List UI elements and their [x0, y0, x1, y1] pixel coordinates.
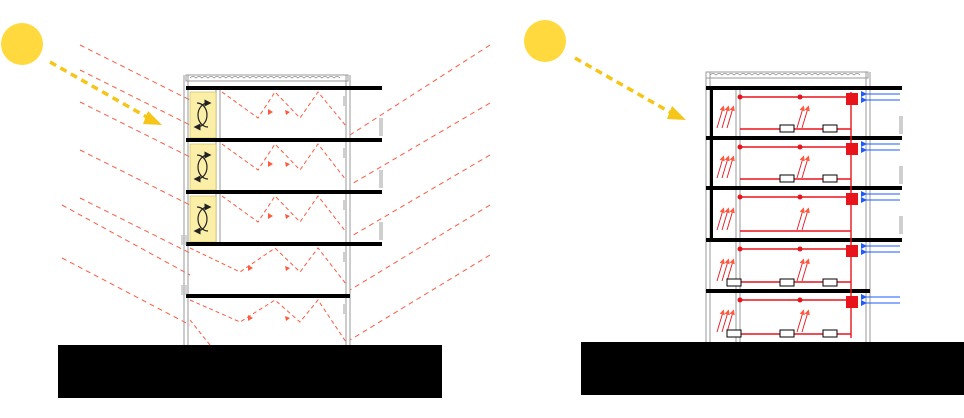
ground-mass-left: [58, 345, 442, 398]
radiator-unit: [822, 329, 838, 338]
hvac-units: [846, 93, 858, 308]
incoming-solar-rays-right: [349, 44, 491, 341]
sun-direction-arrow: [574, 56, 686, 120]
convection-loop-icon: [193, 154, 208, 183]
hvac-unit: [846, 193, 858, 205]
internal-reflection-rays: [189, 91, 347, 346]
hvac-unit: [846, 143, 858, 155]
balconies-left: [343, 96, 383, 314]
radiator-unit: [779, 329, 795, 338]
window-mullions-left: [181, 235, 187, 295]
radiator-unit: [822, 278, 838, 287]
sunspace-panel: [189, 195, 217, 243]
radiator-unit: [822, 174, 838, 183]
airflow-arrows: [716, 105, 810, 333]
radiator-unit: [779, 174, 795, 183]
sun-direction-arrow: [49, 60, 162, 125]
sun-icon: [1, 23, 43, 65]
incoming-solar-rays-left: [61, 44, 191, 326]
floor-slabs-right: [706, 86, 902, 293]
convection-loop-icon: [197, 151, 212, 180]
balconies-right: [899, 116, 903, 234]
convection-loop-icon: [197, 203, 212, 232]
radiator-unit: [726, 278, 742, 287]
hvac-unit: [846, 93, 858, 105]
diffuser-nodes: [737, 94, 803, 303]
passive-solar-section: [1, 23, 491, 398]
building-section-right: [705, 71, 871, 342]
convection-loop-icon: [193, 102, 208, 131]
radiator-unit: [779, 278, 795, 287]
convection-loops: [193, 99, 212, 235]
sun-icon: [524, 20, 566, 62]
air-inlet-arrows: [861, 91, 900, 306]
building-section-left: [183, 74, 351, 345]
exterior-wall-bars: [710, 90, 713, 238]
convection-loop-icon: [193, 206, 208, 235]
ground-mass-right: [581, 342, 964, 395]
sunspace-panel: [189, 91, 217, 139]
hvac-unit: [846, 245, 858, 257]
sunspace-panel: [189, 143, 217, 191]
ray-arrowheads: [248, 109, 290, 321]
radiator-units: [726, 124, 838, 338]
active-hvac-section: [524, 20, 964, 395]
convection-loop-icon: [197, 99, 212, 128]
floor-slabs-left: [186, 86, 382, 298]
radiator-unit: [779, 124, 795, 133]
sunspace-panels: [189, 91, 217, 243]
radiator-unit: [726, 329, 742, 338]
hvac-unit: [846, 296, 858, 308]
radiator-unit: [822, 124, 838, 133]
